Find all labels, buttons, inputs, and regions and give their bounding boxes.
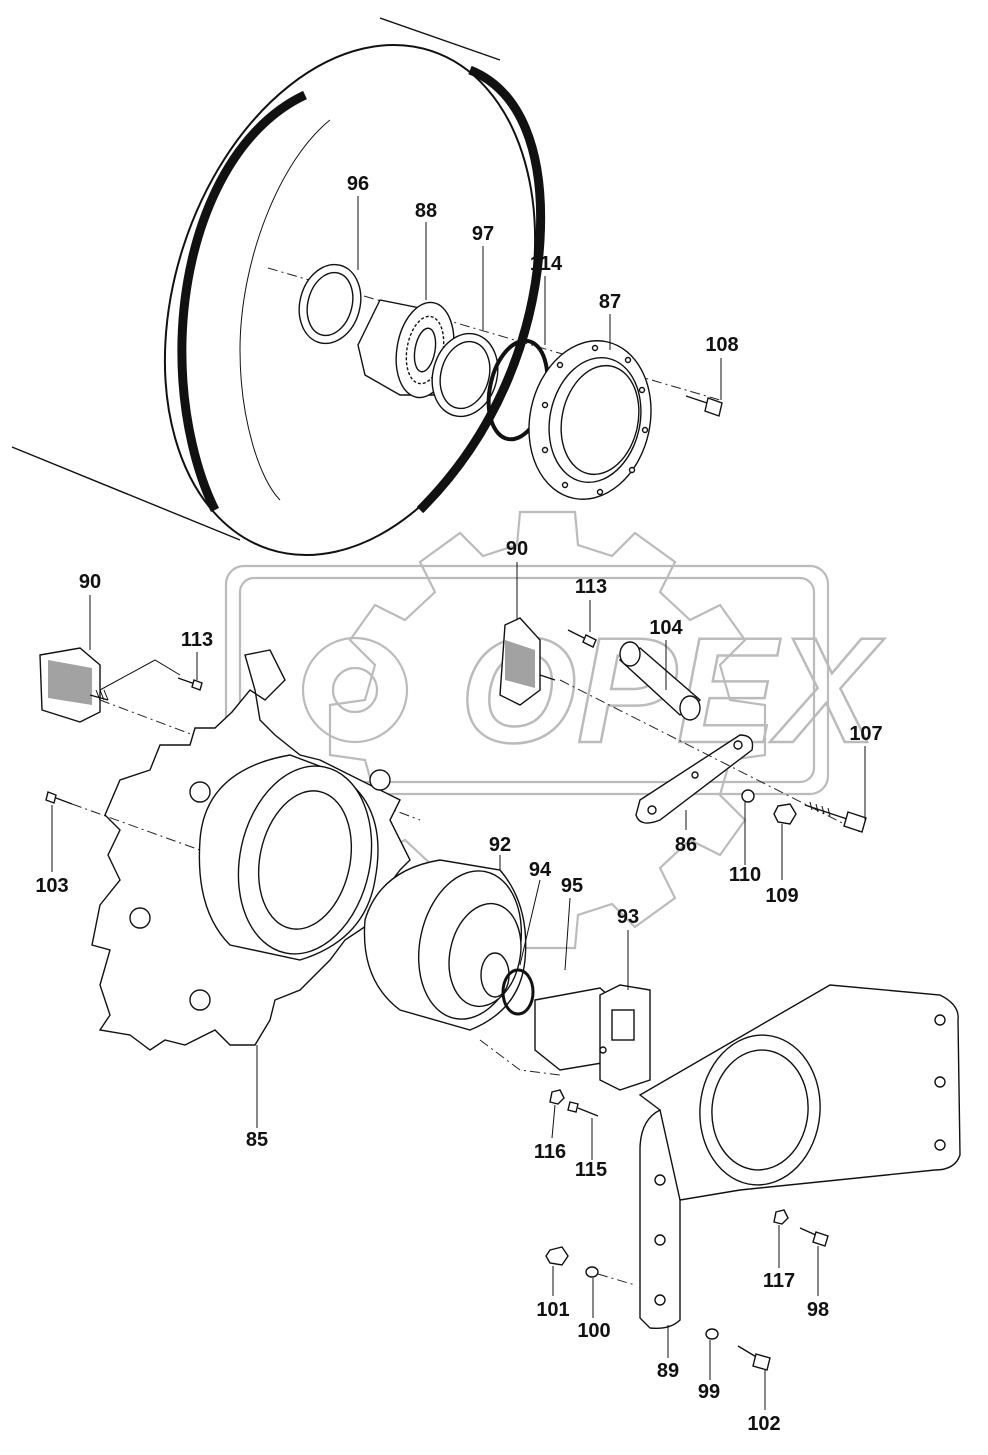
callout-93: 93 <box>617 906 639 928</box>
bolt-113-center <box>567 629 597 648</box>
callout-89: 89 <box>657 1360 679 1382</box>
nut-109 <box>773 803 797 825</box>
callout-86: 86 <box>675 834 697 856</box>
callout-115: 115 <box>575 1159 607 1181</box>
nut-116 <box>549 1089 565 1105</box>
leader-113-left <box>99 659 181 691</box>
callout-100: 100 <box>577 1320 610 1342</box>
leader-motor <box>479 1039 561 1076</box>
callout-90-left: 90 <box>79 571 101 593</box>
callout-98: 98 <box>807 1299 829 1321</box>
callout-103: 103 <box>35 875 68 897</box>
callout-92: 92 <box>489 834 511 856</box>
callout-107: 107 <box>849 723 882 745</box>
callout-87: 87 <box>599 291 621 313</box>
callout-99: 99 <box>698 1381 720 1403</box>
callout-114: 114 <box>530 253 563 275</box>
bolt-102 <box>737 1345 771 1371</box>
callout-94: 94 <box>529 859 552 881</box>
shaft-94 <box>480 952 510 998</box>
callout-109: 109 <box>765 885 798 907</box>
hub-drum-92 <box>198 754 379 961</box>
bolt-113-left <box>177 677 203 691</box>
callout-97: 97 <box>472 223 494 245</box>
callout-113-center: 113 <box>575 576 607 598</box>
drum-shell <box>11 17 546 556</box>
callout-101: 101 <box>536 1299 569 1321</box>
o-ring-95 <box>501 968 535 1016</box>
callout-117: 117 <box>763 1270 795 1292</box>
leader-100 <box>597 1273 636 1286</box>
washer-117 <box>773 1209 789 1225</box>
callout-labels: 96 88 97 114 87 108 90 113 90 113 104 10… <box>35 173 882 1435</box>
nut-101 <box>545 1246 569 1266</box>
callout-116: 116 <box>534 1141 566 1163</box>
leader-lines <box>51 196 866 1410</box>
callout-108: 108 <box>705 334 738 356</box>
callout-104: 104 <box>649 617 683 639</box>
callout-90-center: 90 <box>506 538 528 560</box>
callout-88: 88 <box>415 200 437 222</box>
bolt-115 <box>567 1101 599 1117</box>
bolt-107 <box>804 801 867 833</box>
rubber-mount-90-left <box>39 647 109 723</box>
axis-line-upper <box>267 267 721 401</box>
callout-110: 110 <box>729 864 761 886</box>
bracket-89 <box>638 984 961 1330</box>
bolt-108 <box>685 395 723 417</box>
bolt-98 <box>799 1227 829 1247</box>
callout-85: 85 <box>246 1129 268 1151</box>
callout-113-left: 113 <box>181 629 213 651</box>
spacer-tube-104 <box>618 641 702 721</box>
washer-99 <box>705 1328 719 1340</box>
callout-95: 95 <box>561 875 583 897</box>
retaining-ring-96 <box>298 263 362 345</box>
washer-100 <box>585 1266 599 1278</box>
bolt-103 <box>45 791 73 805</box>
rubber-mount-90-center <box>499 617 556 706</box>
callout-96: 96 <box>347 173 369 195</box>
flange-cover-87 <box>528 340 652 500</box>
link-plate-86 <box>635 734 754 824</box>
gearbox-housing <box>363 859 527 1031</box>
hydraulic-motor-93 <box>534 984 651 1091</box>
washer-110 <box>741 789 755 803</box>
callout-102: 102 <box>747 1413 780 1435</box>
snap-ring-97 <box>431 332 499 418</box>
